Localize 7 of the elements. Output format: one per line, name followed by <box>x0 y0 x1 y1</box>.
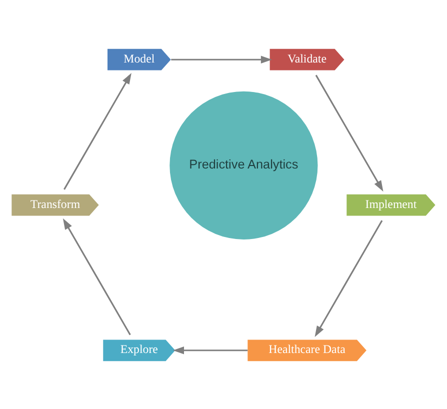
arrow <box>62 218 131 335</box>
arrow <box>64 72 132 190</box>
arrow <box>314 220 383 337</box>
arrow <box>315 74 384 192</box>
arrow <box>171 55 272 63</box>
arrow <box>172 346 248 354</box>
node-circle: Predictive Analytics <box>170 90 318 239</box>
